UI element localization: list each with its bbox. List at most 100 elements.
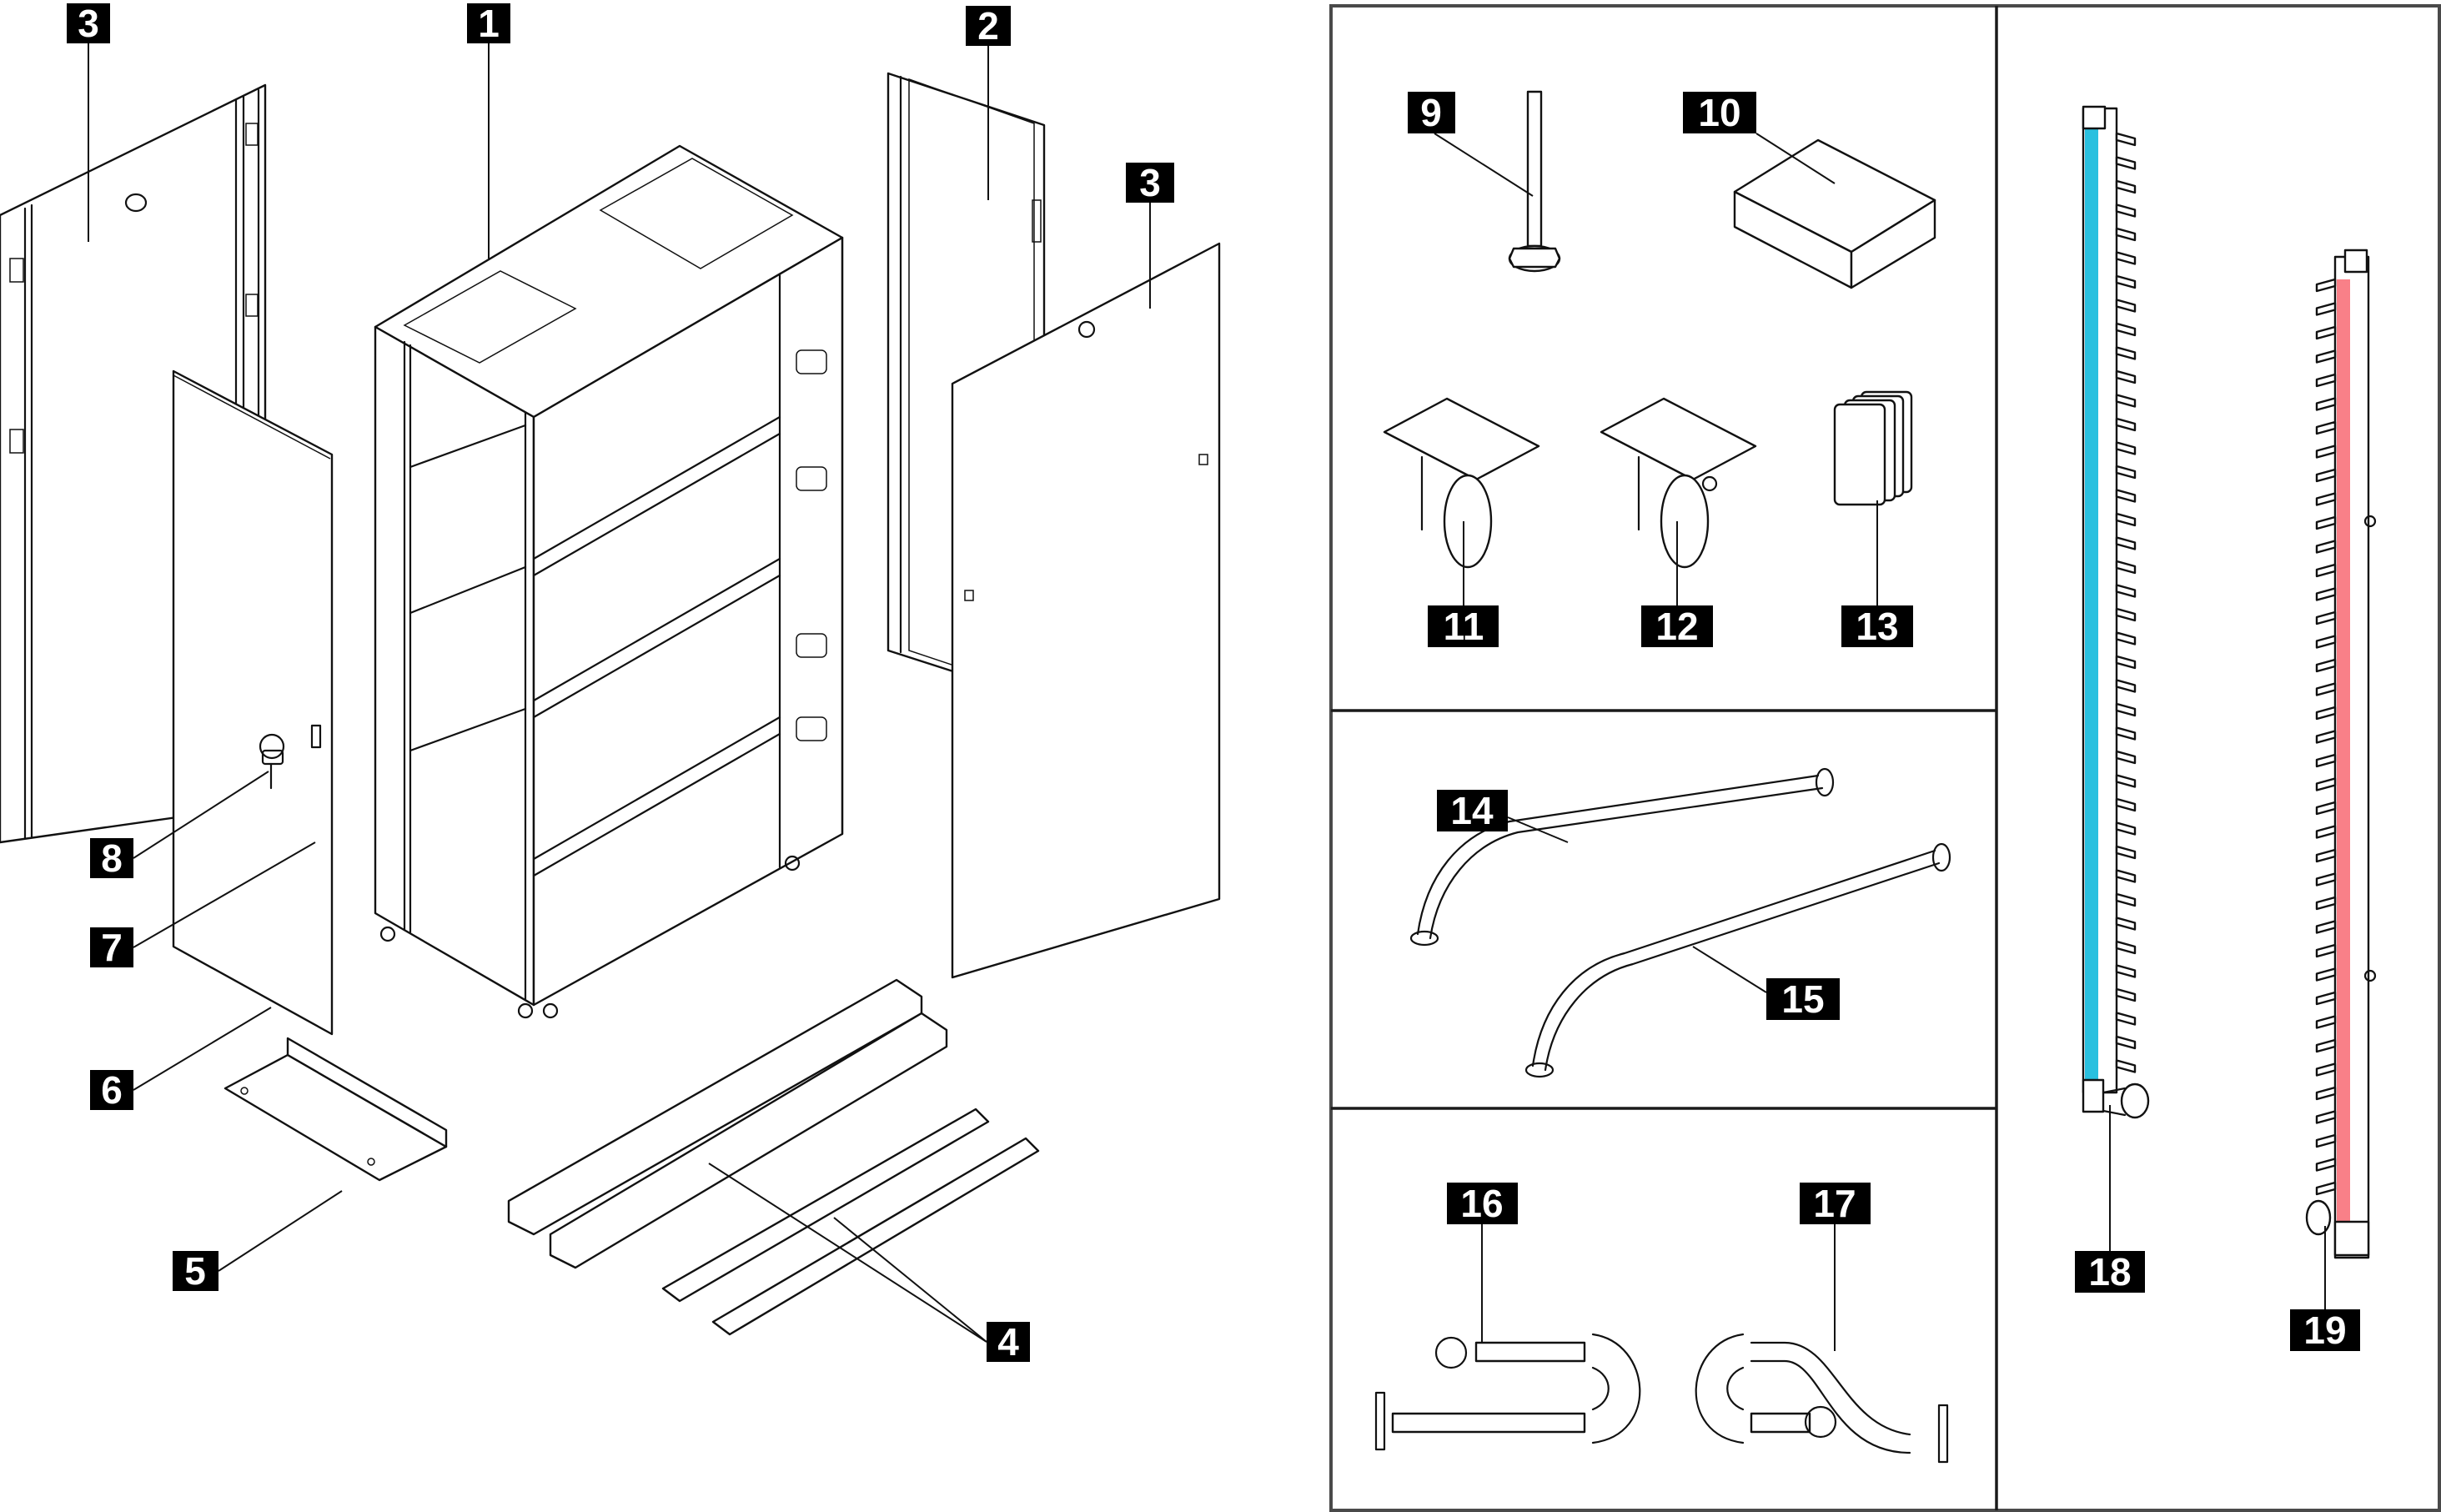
manifold-nozzle	[2115, 869, 2137, 883]
callout-2: 2	[966, 4, 1011, 48]
leveling-foot	[1508, 90, 1561, 273]
callout-11: 11	[1428, 605, 1499, 648]
callout-1: 1	[467, 2, 510, 45]
svg-text:16: 16	[1460, 1182, 1503, 1225]
manifold-nozzle	[2315, 753, 2337, 768]
manifold-nozzle	[2315, 278, 2337, 293]
callout-19: 19	[2290, 1309, 2360, 1352]
box	[1733, 138, 1936, 289]
manifold-nozzle	[2315, 991, 2337, 1006]
accessory-panel-frame	[1329, 4, 2441, 1512]
manifold-nozzle	[2115, 536, 2137, 550]
manifold-nozzle	[2115, 417, 2137, 432]
callout-labels: 3 1 2 3 8 7 6 5 4 9 10 11 12 13 14 15 16…	[67, 2, 2360, 1364]
svg-text:5: 5	[184, 1249, 206, 1293]
manifold-nozzle	[2315, 801, 2337, 816]
manifold-nozzle	[2115, 369, 2137, 384]
manifold-nozzle	[2115, 441, 2137, 455]
manifold-nozzle	[2115, 607, 2137, 622]
manifold-nozzle	[2115, 512, 2137, 527]
manifold-nozzle	[2315, 943, 2337, 958]
return-manifold	[2305, 249, 2377, 1259]
manifold-nozzle	[2115, 203, 2137, 218]
manifold-nozzle	[2115, 179, 2137, 194]
manifold-nozzle	[2115, 132, 2137, 147]
manifold-nozzle	[2315, 682, 2337, 696]
hose-15	[1524, 842, 1951, 1078]
return-manifold-stripe	[2337, 279, 2350, 1247]
manifold-nozzle	[2115, 917, 2137, 931]
manifold-nozzle	[2115, 631, 2137, 645]
svg-text:13: 13	[1856, 605, 1898, 648]
manifold-nozzle	[2315, 777, 2337, 791]
rack-frame	[374, 144, 844, 1019]
supply-manifold	[2082, 105, 2150, 1119]
manifold-nozzle	[2315, 896, 2337, 911]
callout-18: 18	[2075, 1250, 2145, 1293]
callout-14: 14	[1437, 789, 1508, 832]
manifold-nozzle	[2115, 322, 2137, 337]
manifold-nozzle	[2115, 679, 2137, 693]
door-latch-icon	[310, 724, 322, 749]
manifold-nozzle	[2315, 1062, 2337, 1077]
svg-text:9: 9	[1420, 91, 1442, 134]
manifold-nozzle	[2315, 1110, 2337, 1124]
svg-text:2: 2	[977, 4, 999, 48]
manifold-nozzle	[2315, 349, 2337, 364]
panel-lock-icon	[124, 193, 148, 213]
manifold-nozzle	[2115, 845, 2137, 860]
u-pipe-assembly	[1374, 1333, 1641, 1451]
manifold-nozzle	[2115, 346, 2137, 360]
svg-text:19: 19	[2303, 1309, 2346, 1352]
base-plate	[224, 1037, 448, 1182]
manifold-nozzle	[2115, 560, 2137, 575]
svg-text:18: 18	[2088, 1250, 2131, 1293]
manifold-nozzle	[2315, 658, 2337, 673]
fixed-caster	[1383, 397, 1540, 569]
manifold-nozzle	[2315, 706, 2337, 721]
manifold-nozzle	[2315, 325, 2337, 340]
manifold-nozzle	[2315, 730, 2337, 744]
manifold-nozzle	[2115, 726, 2137, 741]
manifold-nozzle	[2315, 373, 2337, 388]
stabilizer-brackets	[507, 978, 1040, 1336]
svg-text:3: 3	[78, 2, 99, 45]
leader-lines	[88, 43, 2326, 1351]
manifold-nozzle	[2115, 489, 2137, 503]
manifold-nozzle	[2115, 750, 2137, 765]
manifold-nozzle	[2315, 1181, 2337, 1196]
manifold-nozzle	[2115, 987, 2137, 1002]
callout-10: 10	[1683, 91, 1756, 134]
manifold-nozzle	[2115, 702, 2137, 717]
manifold-nozzle	[2315, 515, 2337, 530]
manifold-nozzle	[2315, 1158, 2337, 1172]
manifold-nozzle	[2315, 492, 2337, 506]
manifold-nozzle	[2115, 1059, 2137, 1073]
manifold-nozzle	[2115, 964, 2137, 978]
manifold-nozzle	[2315, 1133, 2337, 1148]
callout-17: 17	[1800, 1182, 1871, 1225]
manifold-nozzle	[2115, 655, 2137, 670]
manifold-nozzle	[2115, 821, 2137, 836]
svg-text:11: 11	[1444, 605, 1484, 648]
svg-text:17: 17	[1813, 1182, 1856, 1225]
manifold-nozzle	[2115, 465, 2137, 480]
callout-5: 5	[173, 1249, 218, 1293]
manifold-nozzle	[2315, 1038, 2337, 1053]
shim-plates	[1833, 390, 1913, 506]
manifold-nozzle	[2315, 920, 2337, 934]
manifold-nozzle	[2315, 1015, 2337, 1029]
front-door	[172, 369, 334, 1036]
manifold-nozzle	[2315, 563, 2337, 578]
svg-text:4: 4	[997, 1320, 1019, 1364]
manifold-nozzle	[2115, 274, 2137, 289]
manifold-nozzle	[2115, 1035, 2137, 1050]
svg-text:6: 6	[101, 1068, 123, 1112]
side-panel-right	[951, 242, 1221, 979]
svg-text:15: 15	[1781, 977, 1824, 1021]
manifold-nozzle	[2115, 227, 2137, 242]
manifold-nozzle	[2115, 1012, 2137, 1026]
svg-text:1: 1	[478, 2, 500, 45]
callout-12: 12	[1641, 605, 1713, 648]
